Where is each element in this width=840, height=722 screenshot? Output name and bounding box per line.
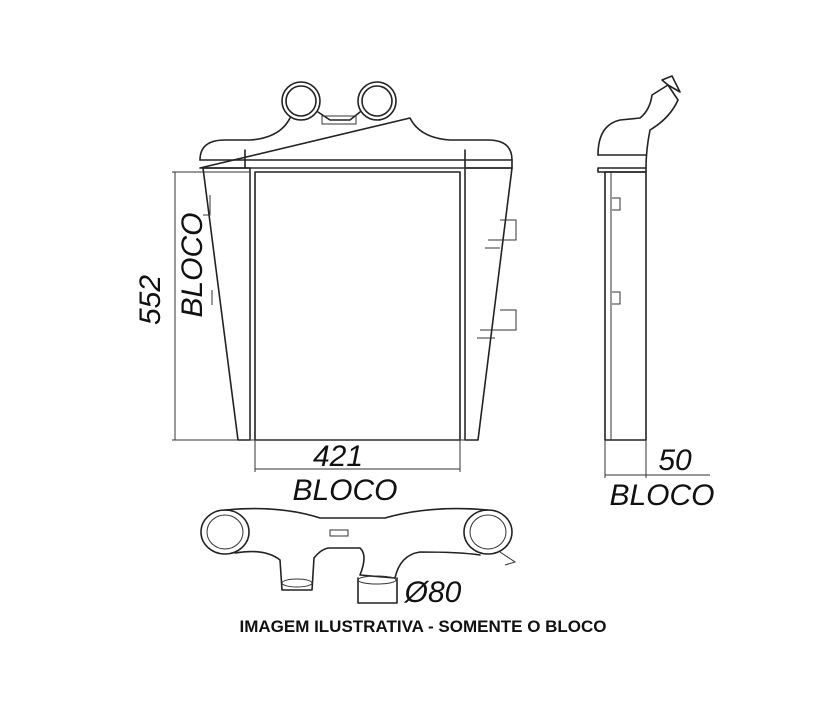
depth-value: 50	[658, 444, 692, 477]
pipe-diameter: Ø80	[404, 576, 462, 609]
front-view	[199, 81, 517, 441]
caption: IMAGEM ILUSTRATIVA - SOMENTE O BLOCO	[239, 617, 606, 636]
width-value: 421	[313, 440, 363, 473]
height-value: 552	[134, 275, 167, 325]
side-view: 50 BLOCO	[597, 75, 715, 512]
width-label: BLOCO	[292, 474, 397, 507]
height-label: BLOCO	[176, 212, 209, 317]
width-dimension: 421 BLOCO	[254, 440, 461, 507]
depth-label: BLOCO	[609, 479, 714, 512]
bottom-view: Ø80	[200, 507, 517, 609]
height-dimension: 552 BLOCO	[134, 171, 250, 441]
